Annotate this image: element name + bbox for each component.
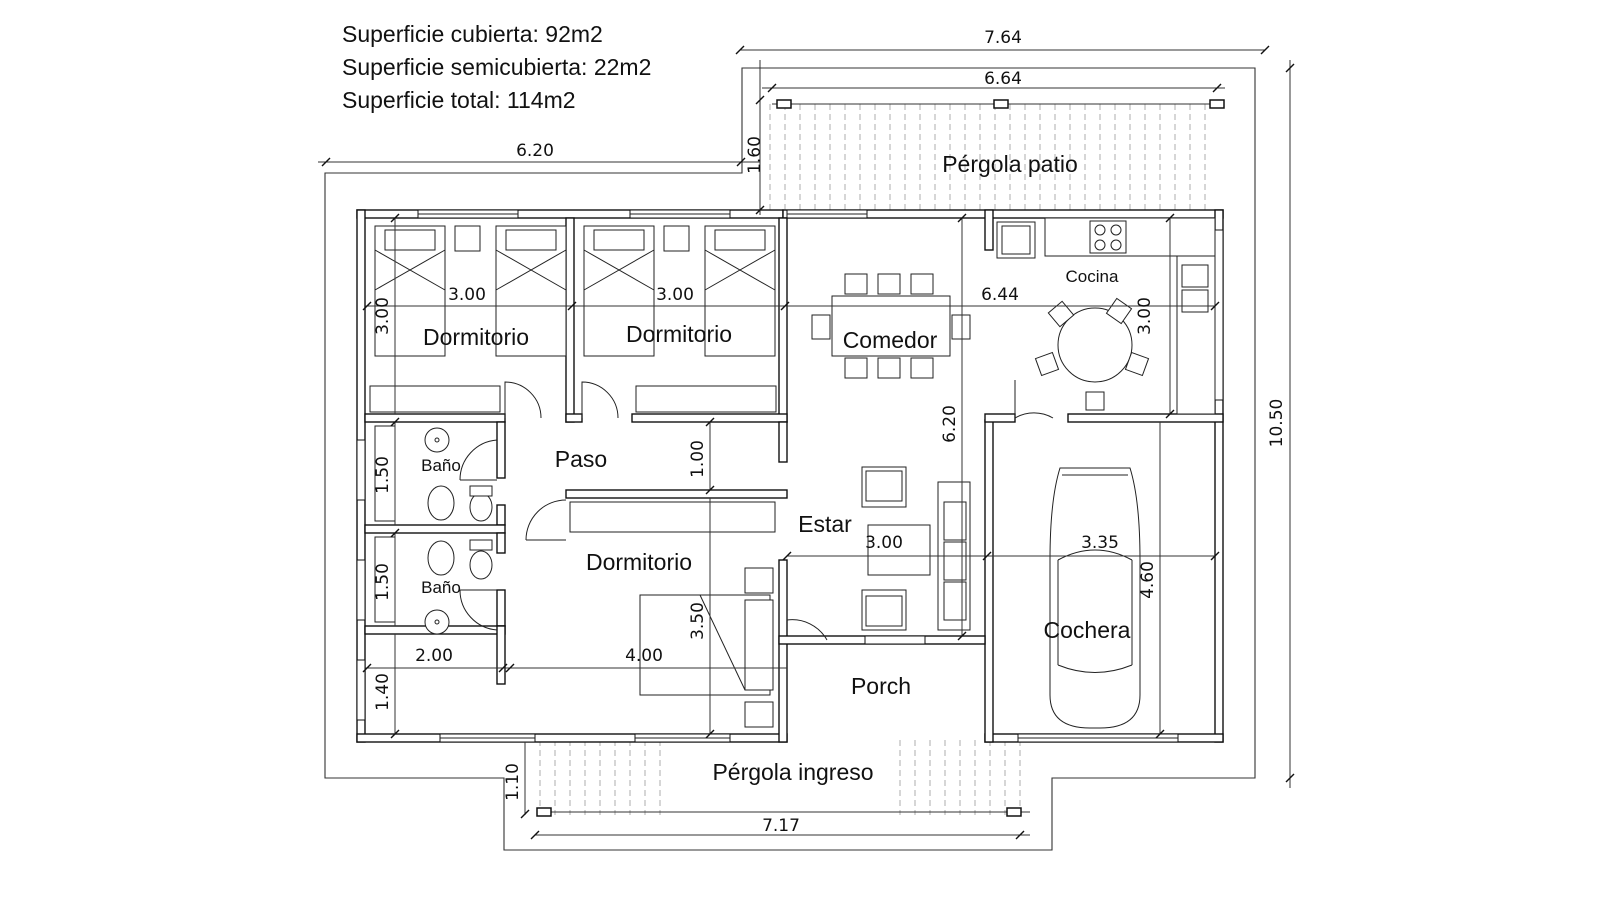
dim-dorm1-width: 3.00 bbox=[448, 285, 486, 305]
bano-1-label: Baño bbox=[421, 456, 461, 475]
bath-fixtures bbox=[374, 425, 493, 635]
site-outline bbox=[324, 67, 1256, 851]
pergola-patio-slats bbox=[769, 103, 1215, 210]
bano-2-label: Baño bbox=[421, 578, 461, 597]
dim-bottom-left-depth: 1.40 bbox=[373, 673, 393, 711]
pergola-ingreso-posts bbox=[536, 807, 1022, 817]
dim-estar-width: 3.00 bbox=[865, 533, 903, 553]
pergola-patio-posts bbox=[776, 99, 1225, 109]
dim-bath2-depth: 1.50 bbox=[373, 563, 393, 601]
cochera-label: Cochera bbox=[1044, 617, 1131, 643]
dim-dorm3-depth: 3.50 bbox=[688, 602, 708, 640]
semi-covered-area-text: Superficie semicubierta: 22m2 bbox=[342, 54, 651, 80]
dim-pergola-patio-depth: 1.60 bbox=[745, 136, 765, 174]
dim-garage-width: 3.35 bbox=[1081, 533, 1119, 553]
pergola-ingreso-slats bbox=[539, 740, 1030, 815]
pergola-patio-label: Pérgola patio bbox=[942, 151, 1078, 177]
paso-label: Paso bbox=[555, 446, 607, 472]
dim-pergola-ingreso-depth: 1.10 bbox=[503, 763, 523, 801]
dimension-lines bbox=[318, 45, 1295, 840]
cocina-label: Cocina bbox=[1066, 267, 1119, 286]
dim-living-depth: 6.20 bbox=[940, 405, 960, 443]
dormitorio-3-label: Dormitorio bbox=[586, 549, 692, 575]
car-icon bbox=[1049, 467, 1141, 729]
kitchen-fixtures bbox=[996, 217, 1216, 415]
beds bbox=[369, 225, 777, 728]
comedor-label: Comedor bbox=[843, 327, 938, 353]
dim-dorm3-width: 4.00 bbox=[625, 646, 663, 666]
dim-pergola-patio-width: 6.64 bbox=[984, 69, 1022, 89]
dim-bottom-left-width: 2.00 bbox=[415, 646, 453, 666]
exterior-walls bbox=[356, 209, 1224, 743]
dim-kitchen-depth: 3.00 bbox=[1135, 297, 1155, 335]
dim-total-depth: 10.50 bbox=[1267, 399, 1287, 448]
dim-dorm1-depth: 3.00 bbox=[373, 297, 393, 335]
dim-left-block-width: 6.20 bbox=[516, 141, 554, 161]
dim-dorm2-width: 3.00 bbox=[656, 285, 694, 305]
dormitorio-2-label: Dormitorio bbox=[626, 321, 732, 347]
porch-label: Porch bbox=[851, 673, 911, 699]
living-furniture bbox=[861, 466, 971, 631]
doors bbox=[459, 380, 1054, 641]
dim-outer-top-width: 7.64 bbox=[984, 28, 1022, 48]
estar-label: Estar bbox=[798, 511, 852, 537]
dim-bath1-depth: 1.50 bbox=[373, 456, 393, 494]
pergola-ingreso-label: Pérgola ingreso bbox=[712, 759, 873, 785]
dim-kitchen-width: 6.44 bbox=[981, 285, 1019, 305]
dim-garage-depth: 4.60 bbox=[1138, 561, 1158, 599]
total-area-text: Superficie total: 114m2 bbox=[342, 87, 576, 113]
dim-pergola-ingreso-width: 7.17 bbox=[762, 816, 800, 836]
dormitorio-1-label: Dormitorio bbox=[423, 324, 529, 350]
covered-area-text: Superficie cubierta: 92m2 bbox=[342, 21, 603, 47]
windows bbox=[356, 209, 1224, 743]
dining-set bbox=[811, 273, 971, 379]
dim-paso-width: 1.00 bbox=[688, 440, 708, 478]
